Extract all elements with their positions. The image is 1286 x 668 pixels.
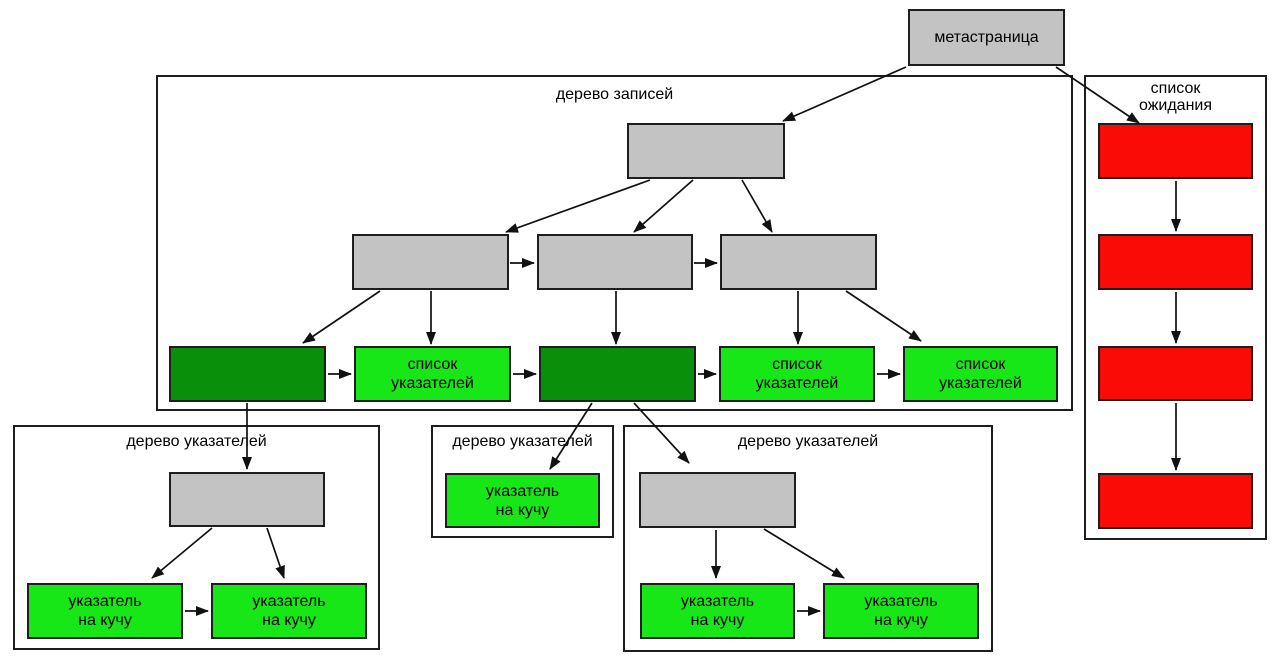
arrow-root-to-l2c xyxy=(741,179,773,233)
records-tree-title: дерево записей xyxy=(555,86,674,103)
waiting-list-node-4 xyxy=(1098,473,1253,529)
right-tree-root-node xyxy=(639,472,796,528)
pointer-tree-right-title: дерево указателей xyxy=(737,433,879,450)
arrow-root-to-l2a xyxy=(505,179,651,233)
left-heap-pointer-1: указатель на кучу xyxy=(27,583,183,639)
pointer-list-node-2: список указателей xyxy=(719,346,875,402)
meta-page-node: метастраница xyxy=(908,9,1065,66)
pointer-tree-left-title: дерево указателей xyxy=(126,433,267,450)
arrow-meta-to-waiting-1 xyxy=(1055,66,1140,124)
waiting-list-node-3 xyxy=(1098,346,1253,401)
middle-heap-pointer: указатель на кучу xyxy=(445,473,600,528)
right-heap-pointer-1: указатель на кучу xyxy=(640,583,795,639)
pointer-list-node-3: список указателей xyxy=(903,346,1058,402)
record-leaf-dark-1 xyxy=(169,346,326,402)
arrow-l2c-to-l3e xyxy=(845,290,922,342)
pointer-list-node-1: список указателей xyxy=(354,346,511,402)
arrow-meta-to-root xyxy=(782,66,907,122)
arrow-l3c-to-middle-tree xyxy=(549,402,593,470)
record-leaf-dark-2 xyxy=(539,346,696,402)
arrow-l3c-to-right-tree xyxy=(633,402,690,464)
arrow-root-to-l2b xyxy=(633,179,694,233)
record-node-l2-1 xyxy=(352,234,509,290)
record-node-l2-2 xyxy=(537,234,693,290)
pointer-tree-middle-title: дерево указателей xyxy=(452,433,593,450)
arrow-left-gray-to-heap2 xyxy=(266,527,285,579)
left-heap-pointer-2: указатель на кучу xyxy=(211,583,367,639)
left-tree-root-node xyxy=(169,472,325,527)
arrow-left-gray-to-heap1 xyxy=(151,527,213,579)
waiting-list-title: список ожидания xyxy=(1138,80,1213,114)
arrow-right-gray-to-heap2 xyxy=(763,528,845,579)
record-node-l2-3 xyxy=(720,234,877,290)
waiting-list-node-2 xyxy=(1098,234,1253,290)
arrow-l2a-to-l3a xyxy=(302,290,381,344)
right-heap-pointer-2: указатель на кучу xyxy=(823,583,979,639)
record-node-root xyxy=(627,123,785,179)
waiting-list-node-1 xyxy=(1098,123,1253,179)
